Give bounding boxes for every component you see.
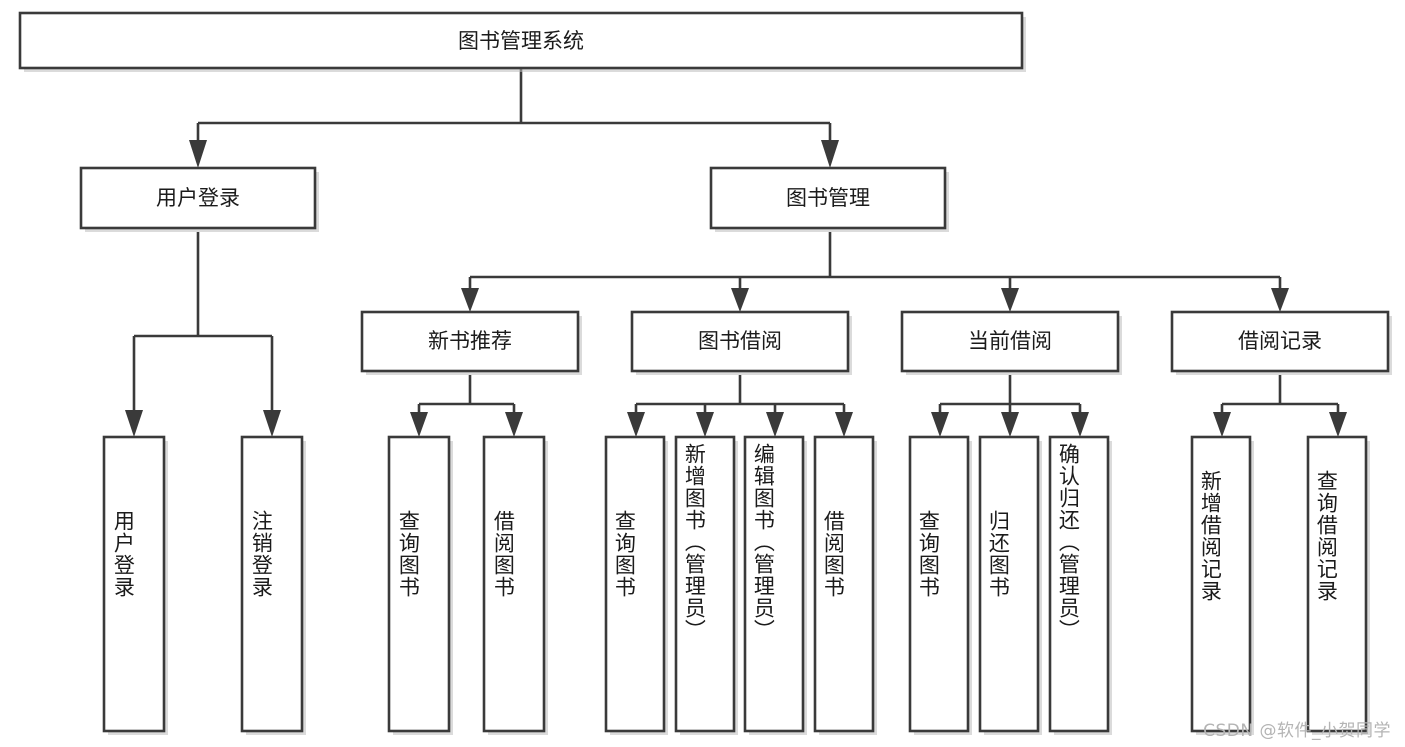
node-book-manage-box[interactable] [709, 166, 947, 230]
leaf-node-nb-borrow-book[interactable] [482, 435, 548, 735]
node-borrow-record-label: 借阅记录 [1238, 329, 1322, 353]
arrow-head-nb-1 [410, 412, 428, 437]
arrow-head-current-borrow [1001, 288, 1019, 312]
watermark-text: CSDN @软件_小贺同学 [1203, 721, 1391, 741]
leaf-cb-confirm-return-box[interactable] [1048, 435, 1110, 733]
arrow-head-new-book [461, 288, 479, 312]
node-book-borrow[interactable]: 图书借阅 [630, 310, 852, 375]
leaf-bb-add-book-box[interactable] [674, 435, 736, 733]
leaf-cb-return-book-box[interactable] [978, 435, 1040, 733]
node-user-login[interactable]: 用户登录 [79, 166, 319, 232]
leaf-bb-edit-book-box[interactable] [743, 435, 805, 733]
node-root-label: 图书管理系统 [458, 29, 584, 53]
leaf-bb-borrow-book-box[interactable] [813, 435, 875, 733]
connector-group-userlogin-to-leaves [125, 232, 281, 437]
arrow-head-bb-4 [835, 412, 853, 437]
leaf-node-bb-add-book[interactable] [674, 435, 738, 735]
node-book-manage[interactable]: 图书管理 [709, 166, 949, 232]
arrow-head-user-login [189, 140, 207, 168]
arrow-head-cb-3 [1071, 412, 1089, 437]
arrow-head-borrow-record [1271, 288, 1289, 312]
leaf-node-bb-edit-book[interactable] [743, 435, 807, 735]
arrow-head-nb-2 [505, 412, 523, 437]
node-root[interactable]: 图书管理系统 [18, 11, 1026, 72]
node-book-borrow-box[interactable] [630, 310, 850, 373]
arrow-head-br-2 [1329, 412, 1347, 437]
arrow-head-cb-2 [1001, 412, 1019, 437]
leaf-node-br-query-record[interactable] [1306, 435, 1370, 735]
leaf-logout-box[interactable] [240, 435, 304, 733]
node-current-borrow[interactable]: 当前借阅 [900, 310, 1122, 375]
node-user-login-label: 用户登录 [156, 186, 240, 210]
leaf-nb-query-book-box[interactable] [387, 435, 451, 733]
arrow-head-bb-1 [627, 412, 645, 437]
leaf-node-bb-query-book[interactable] [604, 435, 668, 735]
arrow-head-cb-1 [931, 412, 949, 437]
leaf-node-cb-query-book[interactable] [908, 435, 972, 735]
node-current-borrow-label: 当前借阅 [968, 329, 1052, 353]
leaf-node-cb-return-book[interactable] [978, 435, 1042, 735]
connector-group-bookborrow-to-leaves [627, 375, 853, 437]
arrow-head-br-1 [1213, 412, 1231, 437]
arrow-head-bb-2 [696, 412, 714, 437]
leaf-node-bb-borrow-book[interactable] [813, 435, 877, 735]
node-new-book-recommend-label: 新书推荐 [428, 329, 512, 353]
node-book-borrow-label: 图书借阅 [698, 329, 782, 353]
leaf-br-query-record-box[interactable] [1306, 435, 1368, 733]
connector-group-root-to-level2 [189, 68, 839, 168]
node-new-book-recommend-box[interactable] [360, 310, 580, 373]
arrow-head-bb-3 [766, 412, 784, 437]
connector-group-newbook-to-leaves [410, 375, 523, 437]
node-root-box[interactable] [18, 11, 1024, 70]
leaf-cb-query-book-box[interactable] [908, 435, 970, 733]
node-borrow-record-box[interactable] [1170, 310, 1390, 373]
connector-group-bookmanage-to-level3 [461, 232, 1289, 312]
leaf-node-logout[interactable] [240, 435, 306, 735]
leaf-node-cb-confirm-return[interactable] [1048, 435, 1112, 735]
arrow-head-leaf-user-login [125, 410, 143, 437]
leaf-node-user-login[interactable] [102, 435, 168, 735]
leaf-user-login-box[interactable] [102, 435, 166, 733]
leaf-node-br-add-record[interactable] [1190, 435, 1254, 735]
arrow-head-leaf-logout [263, 410, 281, 437]
node-book-manage-label: 图书管理 [786, 186, 870, 210]
node-borrow-record[interactable]: 借阅记录 [1170, 310, 1392, 375]
leaf-node-nb-query-book[interactable] [387, 435, 453, 735]
leaf-bb-query-book-box[interactable] [604, 435, 666, 733]
node-user-login-box[interactable] [79, 166, 317, 230]
leaf-nb-borrow-book-box[interactable] [482, 435, 546, 733]
arrow-head-book-borrow [731, 288, 749, 312]
connector-group-currentborrow-to-leaves [931, 375, 1089, 437]
node-new-book-recommend[interactable]: 新书推荐 [360, 310, 582, 375]
node-current-borrow-box[interactable] [900, 310, 1120, 373]
arrow-head-book-manage [821, 140, 839, 168]
connector-group-borrowrecord-to-leaves [1213, 375, 1347, 437]
leaf-br-add-record-box[interactable] [1190, 435, 1252, 733]
